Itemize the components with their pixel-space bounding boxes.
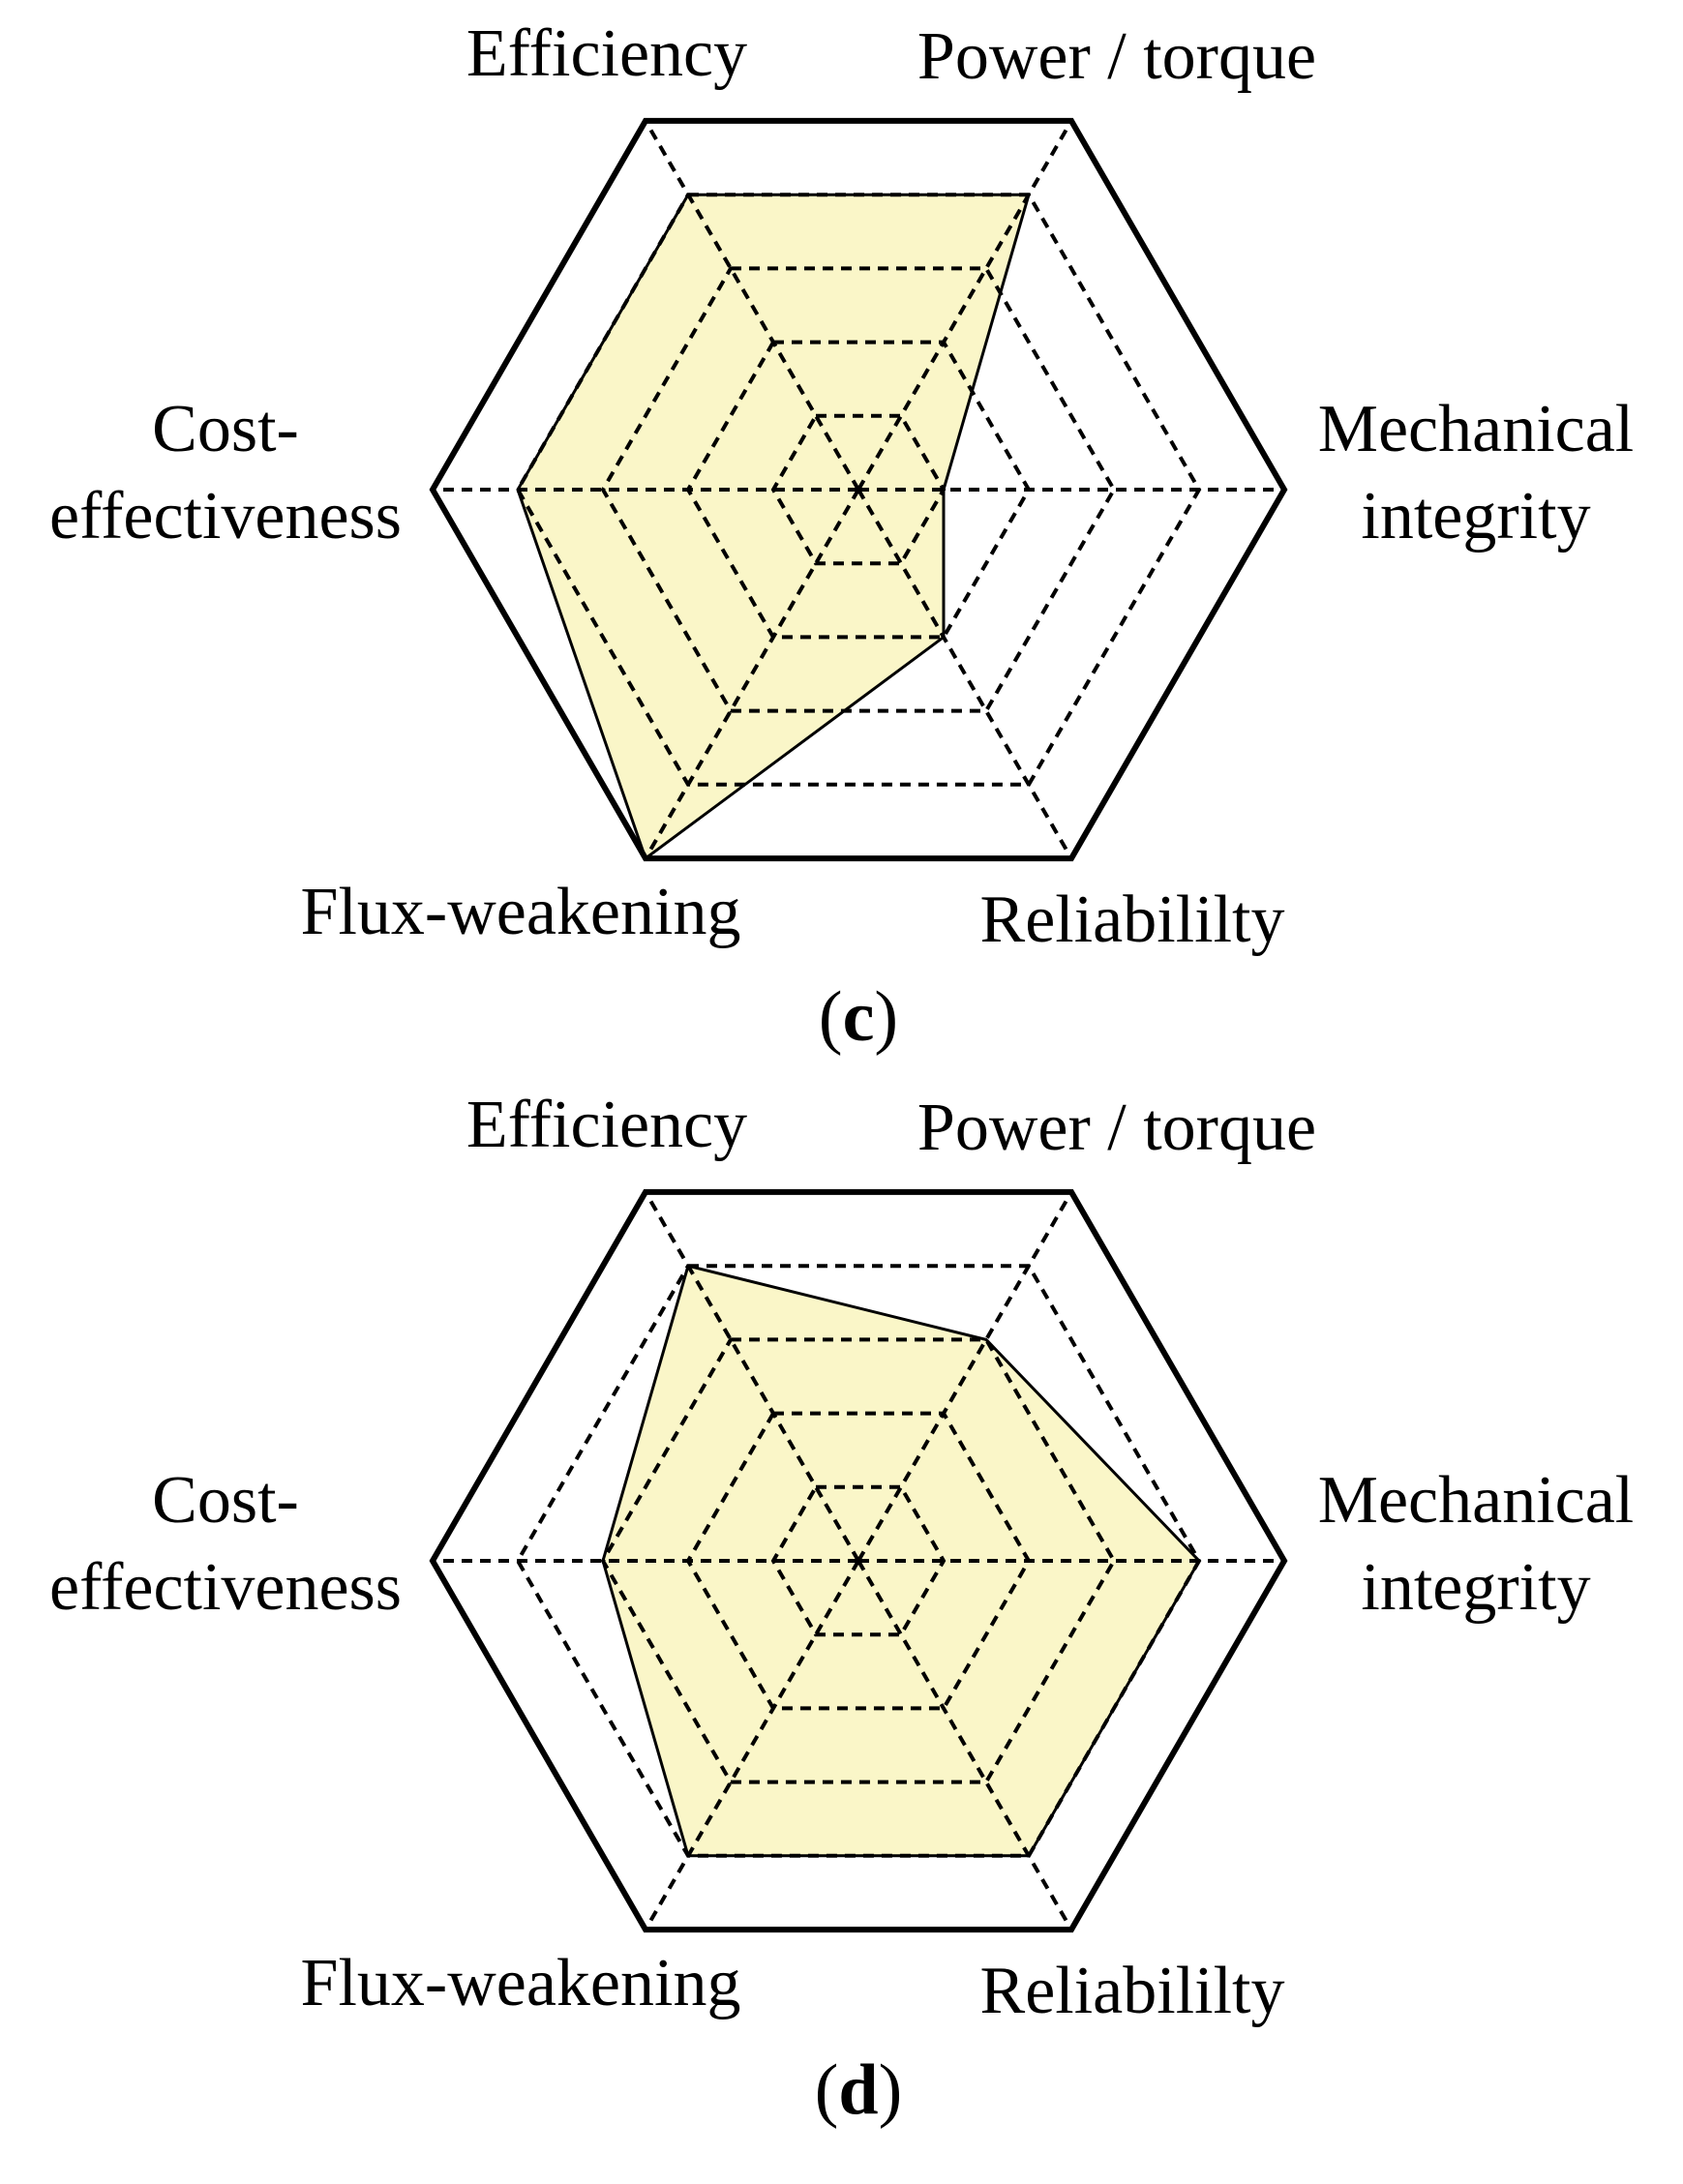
axis-label: Power / torque [917,1091,1316,1165]
axis-label: Mechanical [1318,1463,1634,1538]
axis-label: Cost- [152,392,299,466]
outer-frame [429,1188,1288,1933]
axis-label: Flux-weakening [301,1946,741,2020]
panel-label: (d) [815,2050,902,2130]
series-area [516,193,1031,861]
axis-spoke [644,1560,860,1931]
axis-label: effectiveness [49,1550,402,1625]
axis-label: effectiveness [49,479,402,553]
axis-label: Reliabililty [980,1954,1285,2028]
grid-ring [600,1337,1117,1784]
axis-spoke [857,489,1073,860]
axis-spoke [644,489,860,860]
axis-spoke [644,1190,860,1562]
axis-label: integrity [1361,479,1590,553]
axis-label: integrity [1361,1550,1590,1625]
axis-spoke [644,119,860,491]
axis-label: Mechanical [1318,392,1634,466]
grid-ring [600,266,1117,713]
axis-label: Flux-weakening [301,875,741,949]
grid-ring [770,1484,947,1637]
axis-label: Reliabililty [980,883,1285,957]
axis-label: Power / torque [917,19,1316,94]
grid-ring [770,413,947,566]
axis-spoke [857,1560,1073,1931]
axis-label: Efficiency [466,16,747,91]
axis-label: Cost- [152,1463,299,1538]
axis-spoke [857,1190,1073,1562]
axis-spoke [857,119,1073,491]
axis-label: Efficiency [466,1088,747,1162]
outer-frame [429,117,1288,862]
panel-label: (c) [819,977,898,1057]
